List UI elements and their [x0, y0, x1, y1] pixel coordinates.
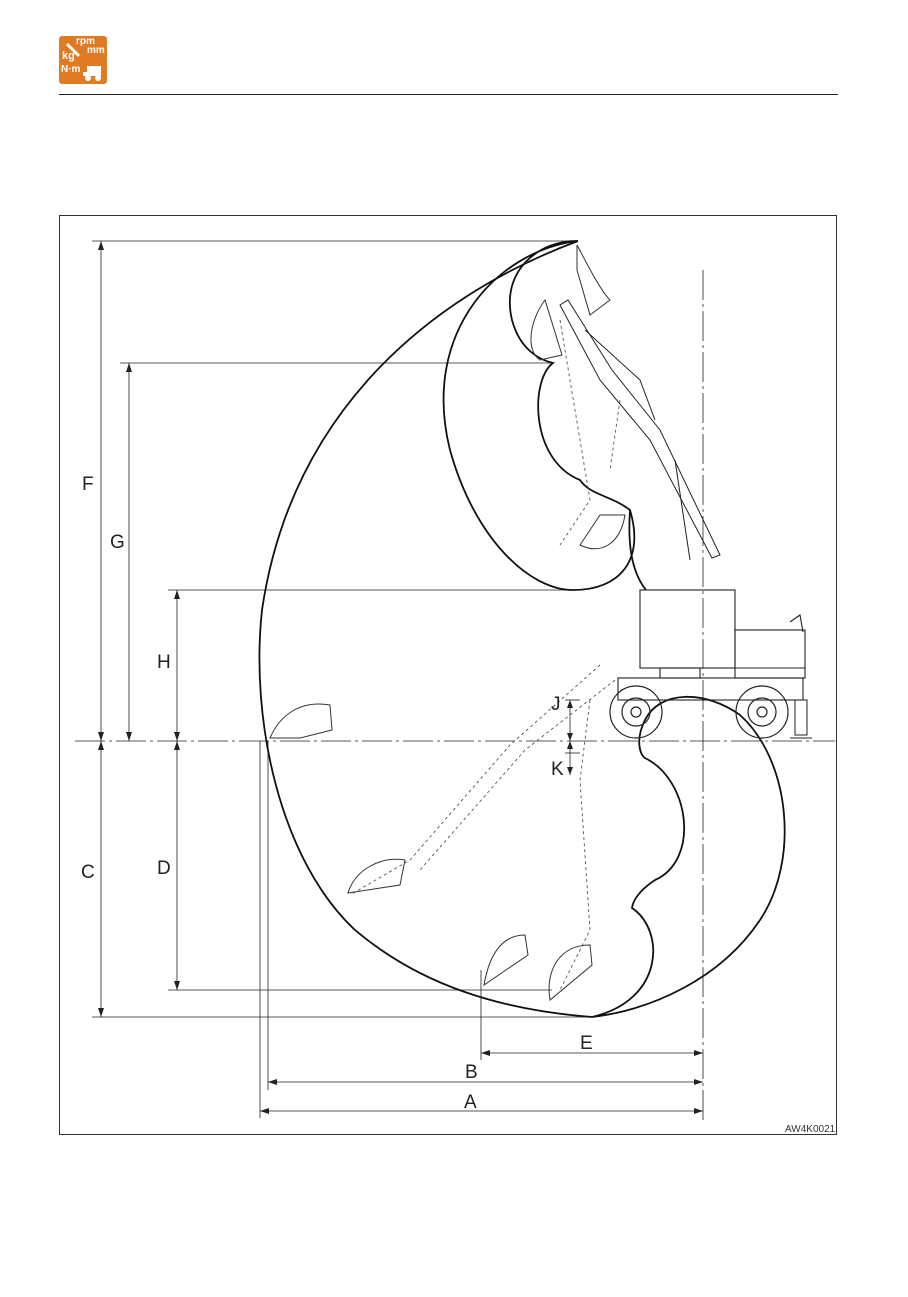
lower-envelope-curve — [591, 695, 786, 1018]
logo-mm-text: mm — [87, 45, 105, 56]
label-c: C — [81, 862, 95, 883]
arm-positions — [349, 319, 621, 991]
label-d: D — [157, 858, 171, 879]
logo-rpm-text: rpm — [76, 36, 95, 47]
excavator-glyph-icon — [65, 42, 101, 81]
front-wheel — [609, 685, 663, 739]
rear-wheel — [735, 685, 789, 739]
label-h: H — [157, 652, 171, 673]
diagram-frame — [59, 215, 837, 1135]
logo-nm-text: N·m — [61, 64, 81, 75]
label-e: E — [580, 1033, 593, 1054]
bucket-sketches — [269, 244, 626, 1001]
boom-raised — [559, 299, 721, 561]
label-k: K — [551, 759, 564, 780]
figure-code: AW4K0021 — [785, 1124, 836, 1135]
wheels — [609, 685, 789, 739]
excavator-body — [617, 589, 806, 701]
engine-hood — [734, 629, 806, 679]
label-f: F — [82, 474, 94, 495]
label-b: B — [465, 1062, 478, 1083]
header-rule — [59, 94, 838, 95]
logo-kg-text: kg — [62, 50, 75, 62]
inner-tail-curve — [628, 509, 647, 591]
cab — [639, 589, 736, 669]
carrier-frame — [617, 677, 804, 701]
outer-envelope-curve — [258, 240, 593, 1018]
dimension-arrowheads — [98, 241, 703, 1114]
label-j: J — [551, 694, 561, 715]
label-g: G — [110, 532, 125, 553]
spec-logo-icon: rpm mm kg N·m — [59, 36, 107, 84]
outrigger — [790, 699, 812, 739]
label-a: A — [464, 1092, 477, 1113]
